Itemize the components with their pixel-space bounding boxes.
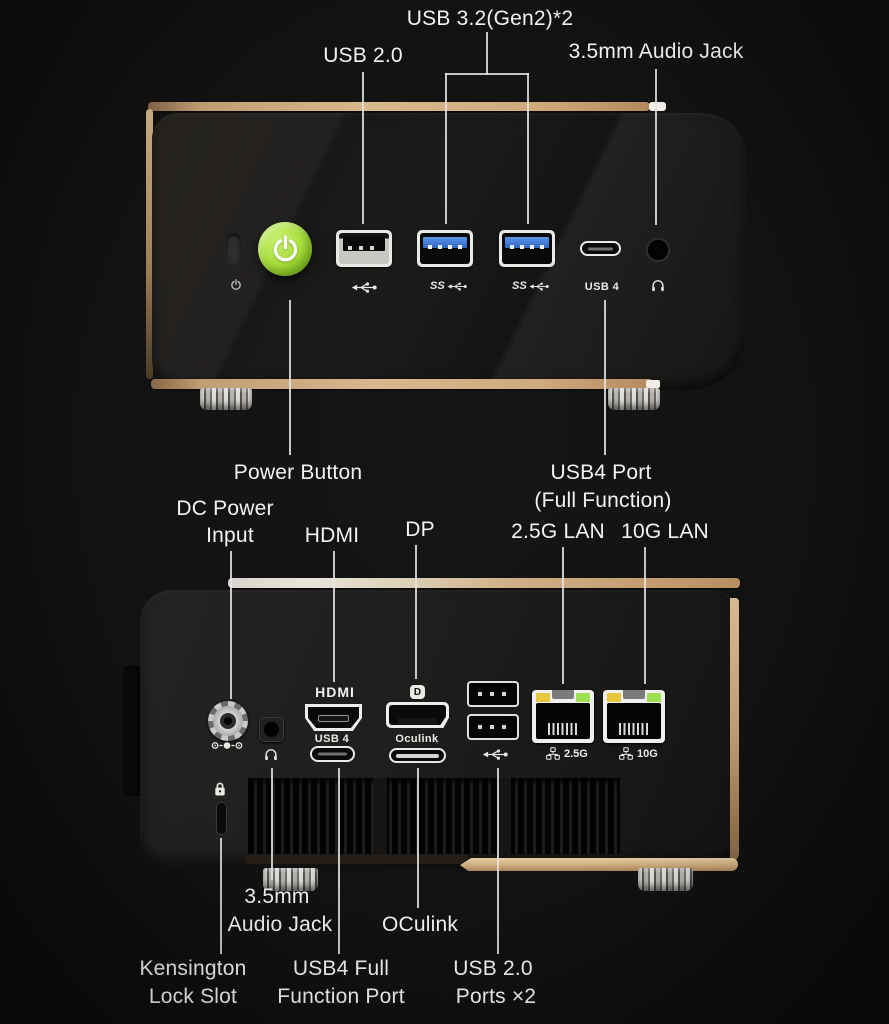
rear-label-dc-line2: Input: [206, 524, 254, 547]
lan-icon: [546, 747, 560, 760]
front-label-usb4-line1: USB4 Port: [550, 461, 652, 484]
rear-audio-jack[interactable]: [259, 717, 284, 742]
rear-label-dc-line1: DC Power: [176, 497, 274, 520]
callout-line-dp: [415, 545, 417, 679]
kensington-lock-slot[interactable]: [217, 803, 226, 834]
rear-label-lan10: 10G LAN: [621, 520, 709, 543]
rear-dp-port[interactable]: [386, 702, 449, 728]
rear-bottom-trim-dark: [246, 855, 468, 864]
rear-label-dp: DP: [405, 518, 435, 541]
callout-line-usb32-bracket: [445, 73, 529, 75]
front-label-audio: 3.5mm Audio Jack: [568, 40, 744, 63]
vent-divider: [374, 778, 387, 854]
rear-label-kensington-line2: Lock Slot: [148, 985, 238, 1008]
headphones-icon: [264, 748, 278, 761]
rear-label-usb2-line2: Ports ×2: [455, 985, 537, 1008]
rear-oculink-port[interactable]: [389, 748, 446, 763]
rear-lan-port-2-5g[interactable]: [532, 690, 594, 743]
front-foot-right: [608, 388, 660, 410]
front-left-trim: [146, 109, 153, 379]
front-foot-left: [200, 388, 252, 410]
rear-label-oculink: OCulink: [381, 913, 459, 936]
callout-line-usb2-front: [362, 72, 364, 224]
callout-line-lan10: [644, 547, 646, 684]
rear-label-usb4-line1: USB4 Full: [292, 957, 390, 980]
rear-top-trim: [228, 578, 740, 588]
rear-lan-port-10g[interactable]: [603, 690, 665, 743]
front-usb32-port-1[interactable]: [417, 230, 473, 267]
rear-label-usb2-line1: USB 2.0: [453, 957, 533, 980]
rear-label-lan25: 2.5G LAN: [511, 520, 605, 543]
callout-line-usb32-left: [445, 73, 447, 224]
callout-line-power: [289, 300, 291, 455]
callout-line-audio-rear: [271, 768, 273, 880]
oculink-marking: Oculink: [395, 733, 439, 745]
callout-line-usb32-right: [527, 73, 529, 224]
power-icon: [271, 235, 300, 264]
rear-right-trim: [730, 598, 739, 862]
rear-label-kensington-line1: Kensington: [139, 957, 247, 980]
rear-usb4-port[interactable]: [310, 746, 355, 762]
callout-line-lan25: [562, 547, 564, 684]
rear-bottom-trim-gold: [460, 858, 738, 871]
rear-foot-left: [263, 868, 318, 891]
rear-usb2-port-2[interactable]: [467, 714, 519, 740]
usb-ss-icon: SS: [512, 280, 549, 292]
callout-line-dc: [230, 551, 232, 699]
callout-line-kensington: [220, 838, 222, 954]
front-led-indicator: [226, 233, 241, 264]
front-usb2-port[interactable]: [336, 230, 392, 267]
callout-line-oculink: [417, 768, 419, 908]
lan-10g-caption: 10G: [619, 747, 658, 760]
rear-foot-right: [638, 868, 693, 891]
front-usb32-port-2[interactable]: [499, 230, 555, 267]
front-bottom-trim: [151, 379, 653, 389]
front-label-usb32: USB 3.2(Gen2)*2: [406, 7, 574, 30]
callout-line-audio-front: [655, 69, 657, 225]
lan-icon: [619, 747, 633, 760]
front-label-usb4-line2: (Full Function): [534, 489, 672, 512]
callout-line-hdmi: [333, 551, 335, 682]
power-button[interactable]: [258, 222, 312, 276]
power-icon-small: [230, 279, 242, 291]
rear-label-hdmi: HDMI: [304, 524, 360, 547]
headphones-icon: [651, 279, 665, 292]
usb-ss-icon: SS: [430, 280, 467, 292]
front-bottom-trim-highlight: [646, 380, 660, 388]
front-usb4-port[interactable]: [580, 241, 621, 256]
lock-icon: [213, 781, 227, 797]
dc-polarity-icon: [209, 740, 245, 751]
callout-line-usb4-rear: [338, 768, 340, 954]
front-label-power-button: Power Button: [233, 461, 363, 484]
vent-divider: [498, 778, 511, 854]
front-top-trim-highlight: [649, 102, 666, 111]
hdmi-logo: HDMI: [315, 684, 355, 700]
rear-label-audio-line1: 3.5mm: [244, 885, 310, 908]
usb-trident-icon: [351, 281, 377, 294]
lan-2-5g-caption: 2.5G: [546, 747, 588, 760]
callout-line-usb4-front: [604, 300, 606, 455]
rear-vents: [248, 778, 620, 854]
rear-usb4-marking: USB 4: [314, 733, 350, 745]
rear-usb2-port-1[interactable]: [467, 681, 519, 707]
rear-label-usb4-line2: Function Port: [277, 985, 405, 1008]
front-audio-jack[interactable]: [648, 240, 668, 260]
front-label-usb2: USB 2.0: [323, 44, 403, 67]
displayport-logo: D: [410, 685, 425, 699]
rear-label-audio-line2: Audio Jack: [227, 913, 333, 936]
callout-line-usb32-stem: [486, 32, 488, 75]
callout-line-usb2-rear: [497, 768, 499, 954]
front-usb4-marking: USB 4: [584, 281, 620, 293]
front-top-trim: [148, 102, 650, 111]
rear-side-fins: [123, 666, 141, 796]
rear-hdmi-port[interactable]: [305, 704, 362, 731]
usb-trident-icon: [482, 748, 508, 761]
rear-dc-power-jack[interactable]: [208, 701, 248, 741]
